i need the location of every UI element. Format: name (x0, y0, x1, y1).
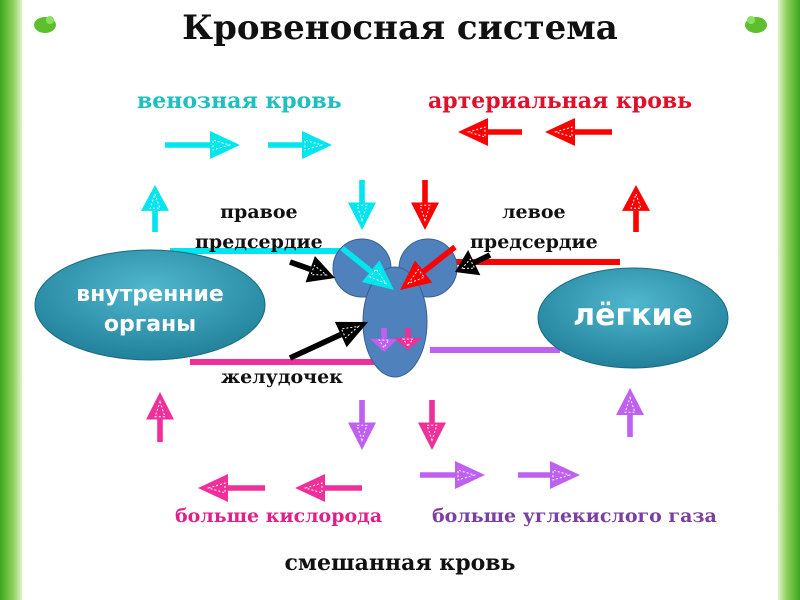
flow-arrow-venous (141, 185, 169, 232)
organs-node (34, 249, 266, 361)
lungs-node (537, 267, 729, 369)
more-co2-label: больше углекислого газа (432, 505, 717, 527)
organs-label: внутренние органы (35, 280, 265, 340)
flow-arrow-oxygen (146, 392, 174, 442)
flow-arrow-venous (165, 131, 240, 159)
flow-arrow-venous (348, 180, 376, 230)
flow-arrow-black (288, 321, 368, 361)
flow-arrow-arterial (545, 118, 612, 146)
flow-arrow-oxygen (198, 474, 265, 502)
more-oxygen-label: больше кислорода (175, 505, 383, 527)
lungs-label: лёгкие (573, 298, 693, 333)
left-atrium-label: левое предсердие (470, 197, 598, 257)
left-atrium-line2: предсердие (470, 231, 598, 253)
right-atrium-line2: предсердие (195, 231, 323, 253)
ventricle-label: желудочек (221, 366, 343, 388)
page-title: Кровеносная система (182, 8, 618, 48)
left-border (0, 0, 22, 600)
left-atrium-line1: левое (502, 201, 566, 223)
flow-arrow-oxygen (418, 400, 446, 450)
mixed-blood-label: смешанная кровь (284, 550, 516, 576)
flow-arrow-co2 (370, 328, 398, 352)
flow-arrow-co2 (518, 461, 580, 489)
flow-arrow-black (455, 250, 492, 276)
venous-blood-label: венозная кровь (137, 88, 342, 114)
flow-arrow-arterial (411, 180, 439, 230)
right-atrium-line1: правое (220, 201, 298, 223)
flow-arrow-co2 (420, 461, 485, 489)
flow-arrow-oxygen (295, 474, 362, 502)
organs-line1: внутренние (76, 282, 224, 307)
flow-arrow-black (289, 256, 335, 283)
right-border (778, 0, 800, 600)
flow-arrow-venous (340, 245, 394, 290)
flow-arrow-oxygen (394, 328, 422, 350)
flow-arrow-arterial (400, 244, 457, 290)
arterial-blood-label: артериальная кровь (428, 88, 693, 114)
frog-icon-left (34, 16, 56, 33)
flow-arrow-co2 (616, 388, 644, 437)
flow-arrow-arterial (622, 185, 650, 232)
right-atrium-label: правое предсердие (195, 197, 323, 257)
blood-vessels (170, 248, 620, 365)
flow-arrow-arterial (458, 118, 522, 146)
frog-icon-right (745, 16, 767, 33)
flow-arrow-co2 (348, 400, 376, 450)
organs-line2: органы (103, 312, 197, 337)
flow-arrow-venous (268, 131, 332, 159)
